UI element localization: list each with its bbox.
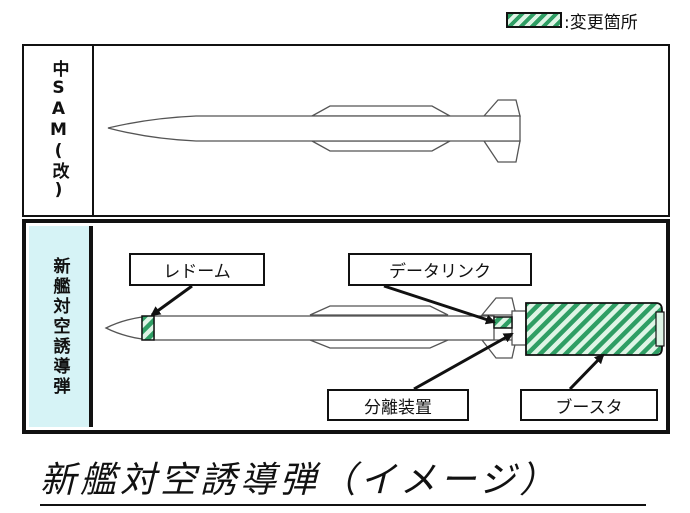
separation-device xyxy=(511,310,527,346)
bottom-missile xyxy=(104,297,527,359)
bottom-missile-body xyxy=(153,315,495,341)
caption: 新艦対空誘導弾（イメージ） xyxy=(40,460,560,501)
top-missile-mid-wing-lower xyxy=(309,140,453,152)
booster-callout: ブースタ xyxy=(520,389,658,421)
datalink-arrow xyxy=(383,284,496,325)
top-missile-mid-wing xyxy=(309,105,453,117)
datalink-hatch xyxy=(493,316,513,329)
legend-hatch-swatch xyxy=(506,12,562,28)
legend-label: :変更箇所 xyxy=(564,12,638,33)
separation-device-callout: 分離装置 xyxy=(327,389,469,421)
radome-arrow xyxy=(150,284,193,317)
top-panel-label: 中SAM(改) xyxy=(48,60,69,201)
radome-callout: レドーム xyxy=(129,253,265,286)
separation-arrow xyxy=(413,332,514,391)
bottom-missile-tail-fin-upper xyxy=(480,297,517,316)
radome-hatch xyxy=(141,315,155,341)
caption-underline xyxy=(40,504,646,506)
top-panel-label-cell: 中SAM(改) xyxy=(24,46,94,215)
booster-arrow xyxy=(568,353,605,391)
top-missile xyxy=(107,99,521,163)
top-missile-tail-fin-lower xyxy=(482,140,521,163)
legend: :変更箇所 xyxy=(506,8,638,33)
datalink-callout: データリンク xyxy=(348,253,532,286)
booster-end-cap xyxy=(655,311,665,347)
booster-hatch xyxy=(525,302,663,356)
bottom-panel-label: 新艦対空誘導弾 xyxy=(49,256,70,397)
bottom-panel-label-cell: 新艦対空誘導弾 xyxy=(29,226,93,427)
bottom-missile-nose xyxy=(104,316,143,340)
top-missile-tail-fin-upper xyxy=(482,99,521,117)
bottom-missile-mid-wing-lower xyxy=(309,339,449,349)
top-missile-body xyxy=(107,115,521,142)
bottom-missile-mid-wing xyxy=(309,305,449,316)
